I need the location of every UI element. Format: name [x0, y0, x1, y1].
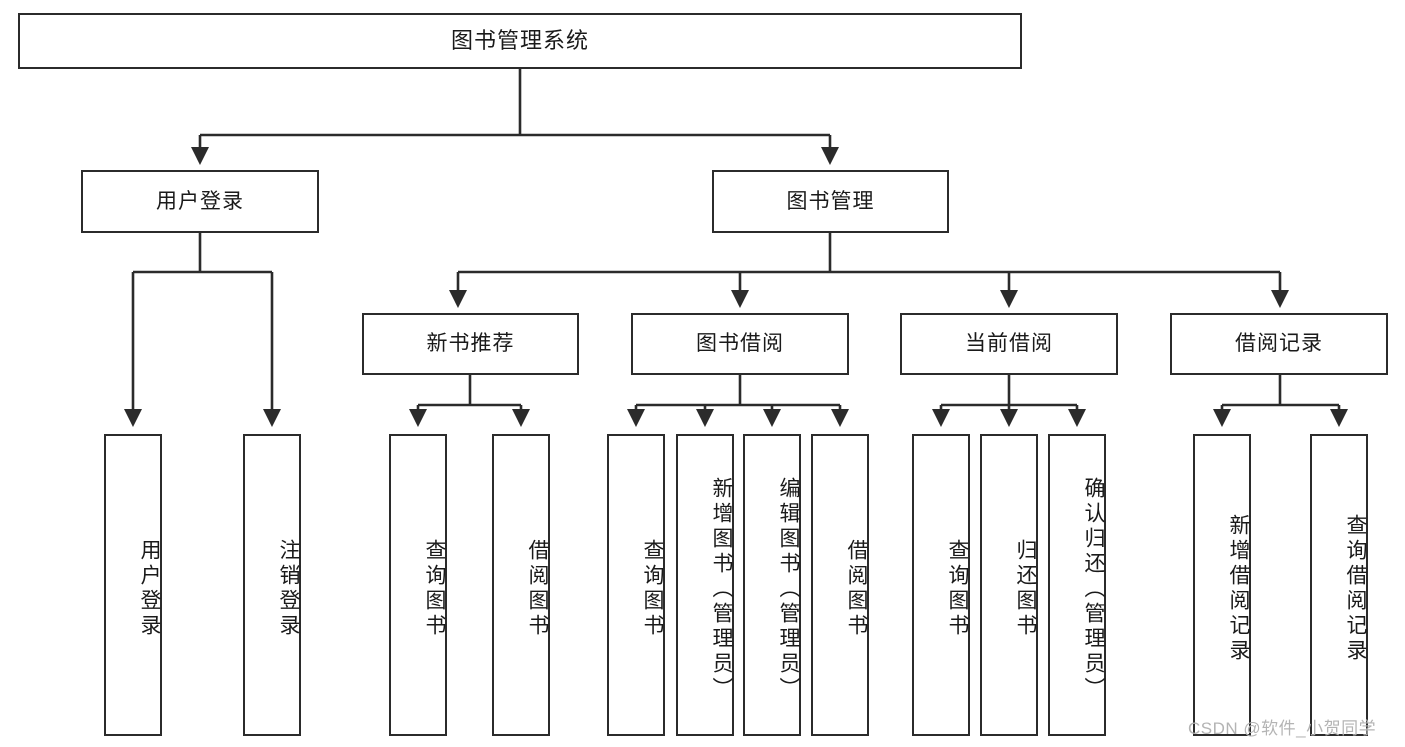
leaf-borrow-book-1-label: 借阅图书	[526, 539, 549, 639]
leaf-add-record[interactable]: 新增借阅记录	[1193, 434, 1251, 736]
node-current-borrow-label: 当前借阅	[965, 332, 1053, 356]
watermark: CSDN @软件_小贺同学	[1188, 719, 1377, 738]
node-borrow-record-label: 借阅记录	[1235, 332, 1323, 356]
node-book-borrow[interactable]: 图书借阅	[631, 313, 849, 375]
leaf-user-logout[interactable]: 注销登录	[243, 434, 301, 736]
leaf-borrow-book-2[interactable]: 借阅图书	[811, 434, 869, 736]
leaf-borrow-book-2-label: 借阅图书	[845, 539, 868, 639]
leaf-borrow-book-1[interactable]: 借阅图书	[492, 434, 550, 736]
node-new-book-recommend-label: 新书推荐	[426, 332, 515, 356]
leaf-query-book-1[interactable]: 查询图书	[389, 434, 447, 736]
node-root[interactable]: 图书管理系统	[18, 13, 1022, 69]
leaf-return-book[interactable]: 归还图书	[980, 434, 1038, 736]
leaf-query-book-2[interactable]: 查询图书	[607, 434, 665, 736]
node-root-label: 图书管理系统	[450, 27, 589, 53]
leaf-query-book-3[interactable]: 查询图书	[912, 434, 970, 736]
node-book-management[interactable]: 图书管理	[712, 170, 949, 233]
node-current-borrow[interactable]: 当前借阅	[900, 313, 1118, 375]
leaf-user-login[interactable]: 用户登录	[104, 434, 162, 736]
leaf-confirm-return[interactable]: 确认归还（管理员）	[1048, 434, 1106, 736]
leaf-query-book-2-label: 查询图书	[641, 539, 664, 639]
leaf-query-book-3-label: 查询图书	[946, 539, 969, 639]
leaf-query-record[interactable]: 查询借阅记录	[1310, 434, 1368, 736]
node-user-login-label: 用户登录	[156, 189, 244, 213]
leaf-user-logout-label: 注销登录	[277, 539, 300, 639]
node-borrow-record[interactable]: 借阅记录	[1170, 313, 1388, 375]
leaf-user-login-label: 用户登录	[138, 539, 161, 639]
leaf-add-book-label: 新增图书（管理员）	[710, 476, 733, 702]
node-book-management-label: 图书管理	[786, 189, 875, 213]
node-book-borrow-label: 图书借阅	[696, 332, 784, 356]
leaf-return-book-label: 归还图书	[1014, 539, 1037, 639]
node-new-book-recommend[interactable]: 新书推荐	[362, 313, 579, 375]
leaf-confirm-return-label: 确认归还（管理员）	[1082, 476, 1105, 702]
leaf-edit-book-label: 编辑图书（管理员）	[777, 476, 800, 702]
leaf-edit-book[interactable]: 编辑图书（管理员）	[743, 434, 801, 736]
node-user-login[interactable]: 用户登录	[81, 170, 319, 233]
leaf-query-book-1-label: 查询图书	[423, 539, 446, 639]
leaf-query-record-label: 查询借阅记录	[1344, 514, 1367, 664]
leaf-add-book[interactable]: 新增图书（管理员）	[676, 434, 734, 736]
leaf-add-record-label: 新增借阅记录	[1227, 514, 1250, 664]
